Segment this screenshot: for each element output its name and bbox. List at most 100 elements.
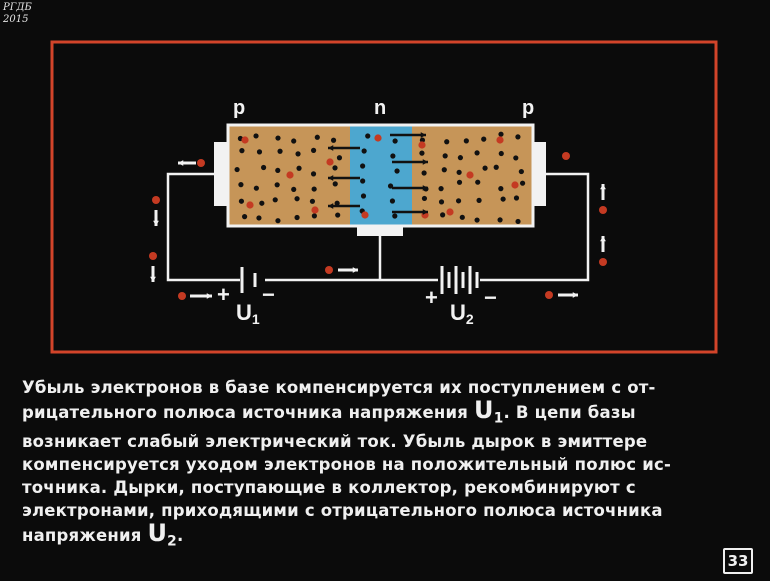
hole-dot [326,158,334,166]
electron-dot [444,139,450,145]
watermark-org: РГДБ [3,2,32,13]
u1-minus-sign: − [262,282,275,307]
electron-dot [256,215,262,221]
arrow-head [422,159,428,165]
hole-dot [446,208,454,216]
electron-dot [389,198,396,204]
hole-dot [466,171,474,179]
emitter-contact [214,142,228,206]
electron-dot [390,153,396,159]
electron-dot [314,134,320,140]
electron-dot [387,183,394,189]
transistor-diagram: p n p + − U1 + − U2 [50,40,718,354]
electron-dot [515,134,521,140]
electron-dot [392,213,398,219]
electron-dot [474,217,480,223]
u1-label: U1 [236,300,260,327]
electron-dot [459,214,465,220]
hole-dot [241,136,249,144]
arrow-head [328,145,334,151]
label-n-base: n [374,97,386,119]
caption-line-7-start: напряжения [22,526,148,546]
electron-dot [272,197,278,203]
electron-dot [311,213,317,219]
electron-dot [274,182,280,188]
electron-dot [513,155,519,161]
caption-line-4: компенсируется уходом электронов на поло… [22,455,671,475]
hole-dot [286,171,294,179]
electron-dot [253,133,259,139]
caption-line-5: точника. Дырки, поступающие в коллектор,… [22,478,636,498]
electron-dot [518,168,524,175]
electron-dot [360,193,367,199]
n-region-base [350,125,412,226]
hole-dot [496,136,504,144]
electron-dot [498,186,504,192]
electron-dot [275,167,281,174]
hole-dot [545,291,553,299]
arrow-head [150,276,156,282]
electron-dot [295,151,301,157]
electron-dot [475,179,481,185]
electron-dot [457,155,464,161]
electron-dot [309,198,316,204]
hole-dot [562,152,570,160]
electron-dot [419,137,426,143]
u2-minus-sign: − [484,285,497,310]
electron-dot [275,218,281,224]
electron-dot [241,213,248,220]
electron-dot [277,148,283,154]
electron-dot [392,138,398,144]
caption-u1-symbol: U [474,396,494,424]
electron-dot [519,180,526,186]
caption-text: Убыль электронов в базе компенсируется и… [22,376,752,554]
electron-dot [513,195,520,201]
electron-dot [438,186,444,192]
electron-dot [463,138,469,144]
caption-line-1: Убыль электронов в базе компенсируется и… [22,378,656,397]
electron-dot [332,181,338,187]
electron-dot [497,217,503,223]
electron-dot [335,212,341,218]
arrow-head [420,132,426,138]
page-number-badge: 33 [723,548,753,574]
electron-dot [238,182,244,188]
electron-dot [336,155,343,161]
arrow-head [572,292,578,298]
electron-dot [481,136,487,142]
electron-dot [360,178,366,184]
caption-line-7-end: . [176,526,184,546]
electron-dot [238,198,245,204]
electron-dot [291,138,297,144]
hole-dot [197,159,205,167]
u1-plus-sign: + [217,282,230,307]
arrow-head [422,185,428,191]
electron-dot [256,149,263,155]
electron-dot [500,196,506,202]
electron-dot [438,199,445,205]
caption-line-7: напряжения U2. [22,521,752,553]
hole-dot [152,196,160,204]
arrow-head [600,184,606,190]
electron-dot [419,150,425,156]
electron-dot [482,165,488,171]
electron-dot [294,196,300,202]
u2-label-letter: U [450,300,466,325]
u2-plus-sign: + [425,285,438,310]
electron-dot [310,171,317,177]
arrow-head [600,236,606,242]
hole-dot [418,141,426,149]
electron-dot [361,148,367,154]
battery-u1 [240,267,257,293]
electron-dot [239,148,245,154]
electron-dot [440,212,446,218]
electron-dot [515,218,521,225]
hole-dot [178,292,186,300]
hole-dot [599,258,607,266]
caption-u2-subscript: 2 [167,533,177,550]
electron-dot [493,164,499,170]
electron-dot [296,165,302,171]
electron-dot [330,137,337,143]
battery-u2 [440,266,479,294]
electron-dot [334,200,340,206]
